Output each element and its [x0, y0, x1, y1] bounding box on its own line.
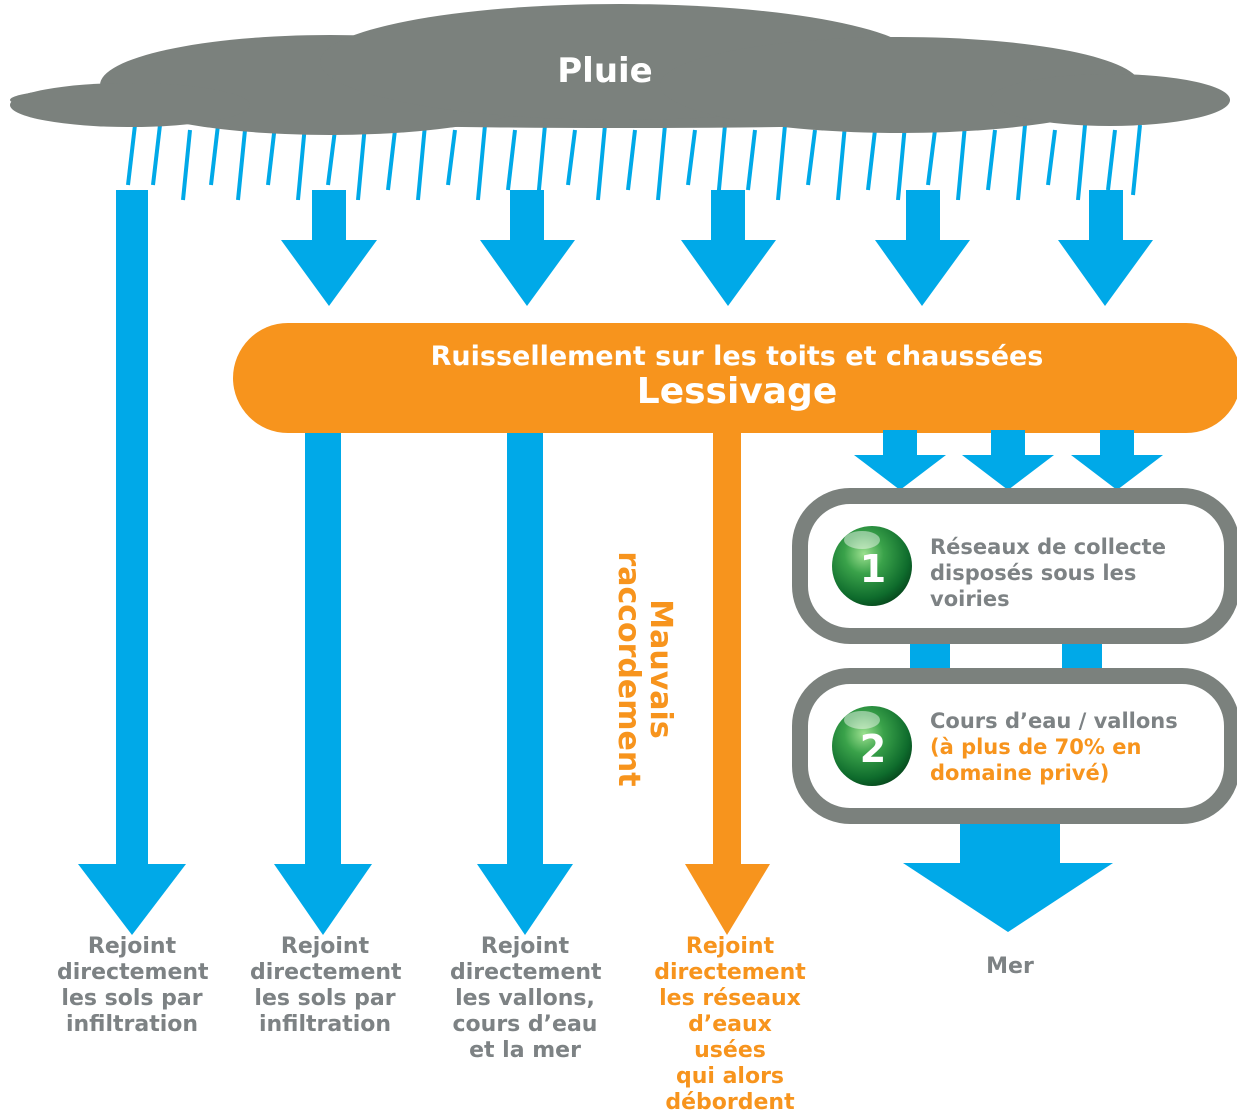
arrow-vallons: [477, 425, 573, 935]
box-1-number: 1: [860, 547, 886, 591]
box-1-line-2: disposés sous les: [930, 561, 1137, 585]
box-streams: [792, 668, 1237, 824]
outcome-3-line: cours d’eau: [452, 1012, 598, 1037]
outcome-4-line: Rejoint: [685, 934, 775, 959]
rain-cloud: [10, 4, 1230, 135]
outcome-wastewater: Rejoint directement les réseaux d’eaux u…: [650, 934, 810, 1116]
outcome-infiltration-2: Rejoint directement les sols par infiltr…: [250, 934, 402, 1038]
arrow-infiltration-2: [274, 425, 372, 935]
arrows-to-runoff: [281, 190, 1153, 306]
outcome-4-line: qui alors: [675, 1064, 785, 1089]
outcome-1-line: directement: [57, 960, 209, 985]
outcome-vallons: Rejoint directement les vallons, cours d…: [450, 934, 602, 1064]
arrows-to-networks: [854, 430, 1163, 490]
bad-connection-label: Mauvais raccordement: [572, 541, 678, 797]
runoff-title: Ruissellement sur les toits et chaussées…: [233, 341, 1237, 411]
outcome-sea: Mer: [950, 954, 1070, 980]
outcome-3-line: les vallons,: [455, 986, 595, 1011]
bad-connection-line-1: Mauvais: [643, 599, 678, 739]
outcome-3-line: et la mer: [469, 1038, 581, 1063]
outcome-infiltration-1: Rejoint directement les sols par infiltr…: [57, 934, 209, 1038]
rain-streaks: [126, 124, 1142, 201]
bad-connection-line-2: raccordement: [611, 551, 646, 787]
runoff-line-1: Ruissellement sur les toits et chaussées: [430, 341, 1044, 372]
outcome-5-line: Mer: [986, 954, 1034, 979]
outcome-4-line: d’eaux usées: [688, 1012, 772, 1063]
outcome-2-line: infiltration: [258, 1012, 392, 1037]
arrow-bad-connection: [685, 425, 770, 935]
box-2-highlight-1: (à plus de 70% en: [930, 735, 1142, 759]
number-sphere-2: [832, 706, 912, 786]
arrow-sea: [903, 820, 1113, 932]
box-1-text: Réseaux de collecte disposés sous les vo…: [930, 534, 1166, 612]
number-sphere-1: [832, 526, 912, 606]
outcome-3-line: directement: [450, 960, 602, 985]
outcome-2-line: directement: [250, 960, 402, 985]
outcome-4-line: directement: [654, 960, 806, 985]
box-1-line-1: Réseaux de collecte: [930, 535, 1166, 559]
box-2-number: 2: [860, 727, 886, 771]
outcome-1-line: Rejoint: [87, 934, 177, 959]
cloud-label: Pluie: [557, 51, 653, 91]
runoff-line-2: Lessivage: [636, 371, 838, 412]
outcome-1-line: les sols par: [61, 986, 203, 1011]
outcome-1-line: infiltration: [65, 1012, 199, 1037]
arrow-infiltration-1: [78, 190, 186, 935]
box-2-text: Cours d’eau / vallons (à plus de 70% en …: [930, 708, 1178, 786]
box-collection-networks: [792, 488, 1237, 644]
box-2-line-1: Cours d’eau / vallons: [930, 709, 1178, 733]
outcome-4-line: débordent: [665, 1090, 795, 1115]
outcome-3-line: Rejoint: [480, 934, 570, 959]
runoff-banner: [233, 323, 1237, 433]
outcome-2-line: les sols par: [254, 986, 396, 1011]
box-2-highlight-2: domaine privé): [930, 761, 1110, 785]
outcome-2-line: Rejoint: [280, 934, 370, 959]
box-1-line-3: voiries: [930, 587, 1010, 611]
outcome-4-line: les réseaux: [659, 986, 801, 1011]
